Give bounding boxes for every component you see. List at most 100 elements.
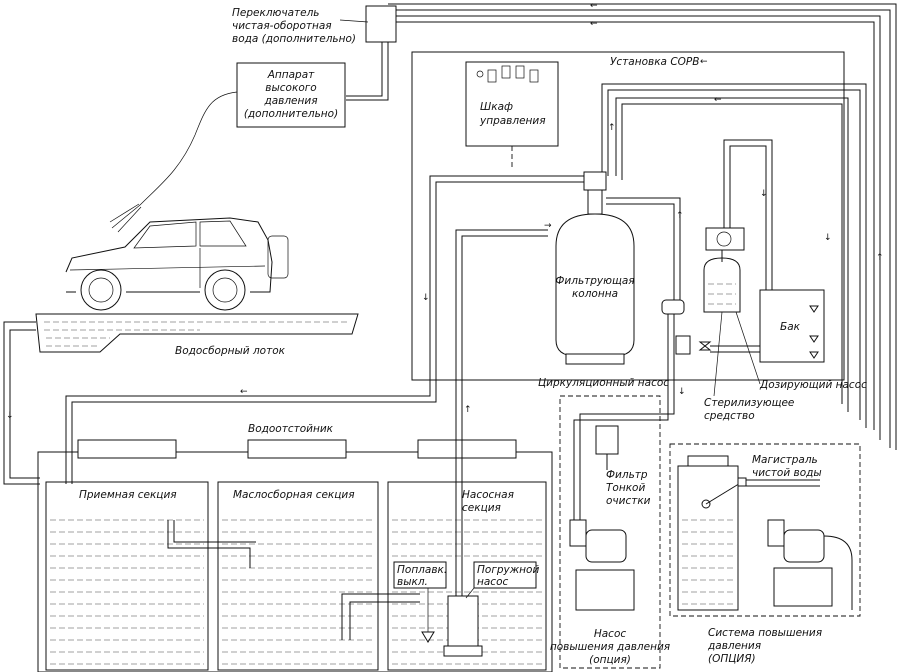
transfer-pipe xyxy=(173,520,256,543)
flow-arrow: ↓ xyxy=(678,387,686,397)
pump-base xyxy=(443,645,483,657)
boost-system-option-box xyxy=(669,443,861,617)
float-switch-box xyxy=(393,561,447,589)
float-valve-icon xyxy=(701,499,711,509)
pipe-to-hp xyxy=(346,42,389,101)
circulation-pump xyxy=(661,299,685,315)
fine-filter xyxy=(595,425,619,455)
valve-body xyxy=(675,335,691,355)
cabinet-label: Шкаф xyxy=(480,101,513,113)
pipe-boost-out xyxy=(823,535,853,610)
transfer-pipe xyxy=(341,593,420,640)
switch-leader xyxy=(339,19,369,23)
boost-pump xyxy=(585,529,627,563)
oil-section-label: Маслосборная секция xyxy=(233,489,355,501)
rear-wheel xyxy=(204,269,246,311)
pipe-return xyxy=(65,175,588,484)
hp-label-line: давления xyxy=(263,95,317,107)
transfer-pipe xyxy=(349,601,420,640)
sterilizer-label: Стерилизующее xyxy=(704,397,794,409)
pipe-to-fine-filter xyxy=(579,314,675,520)
flow-arrow: ← xyxy=(714,95,722,105)
clean-tank xyxy=(677,465,739,611)
top-pipes: ← ← xyxy=(388,1,897,450)
boost-system-label: давления xyxy=(707,640,761,652)
pipe-dosing xyxy=(723,139,773,290)
pipe-to-fine-filter xyxy=(573,314,669,520)
switch-label-line: чистая-оборотная xyxy=(232,20,332,32)
pipe-filter-out xyxy=(606,197,681,300)
tray-label: Водосборный лоток xyxy=(175,345,286,357)
pipe-filter-out xyxy=(606,203,675,300)
flow-arrow: ↓ xyxy=(422,293,430,303)
dosing-pump-label: Дозирующий насос xyxy=(759,379,867,391)
water-switch-box xyxy=(365,5,397,43)
oil-section xyxy=(217,481,379,671)
switch-label: Переключатель чистая-оборотная вода (доп… xyxy=(232,7,356,45)
pump-inlet xyxy=(569,519,587,547)
flow-arrow: ↑ xyxy=(464,405,472,415)
submersible-pump xyxy=(447,595,479,649)
flow-arrow: ↓ xyxy=(824,233,832,243)
submersible-label: Погружной xyxy=(477,564,539,576)
switch-label-line: Переключатель xyxy=(232,7,320,19)
check-valve-icon xyxy=(698,341,712,351)
control-cabinet xyxy=(465,61,559,147)
flow-arrow: ↑ xyxy=(676,211,684,221)
cabinet-label: управления xyxy=(479,115,546,127)
sorv-label: Установка СОРВ xyxy=(610,56,699,68)
flow-arrow: → xyxy=(544,221,552,231)
flow-arrow: ← xyxy=(590,1,598,11)
pipe-sorv xyxy=(621,103,843,404)
settler-tank xyxy=(37,439,553,672)
sterilizer-vessel xyxy=(703,257,741,313)
indicator-icon xyxy=(476,70,484,78)
spray xyxy=(109,203,142,233)
pipe-return xyxy=(71,181,588,484)
level-icon xyxy=(809,335,819,343)
dosing-pump xyxy=(705,227,745,251)
pipe-riser xyxy=(461,235,548,596)
tank-label: Бак xyxy=(780,321,801,333)
level-icon xyxy=(809,351,819,359)
hp-label-line: высокого xyxy=(265,82,316,94)
boost-pump-label: Насос xyxy=(594,628,627,640)
filter-column xyxy=(555,171,635,365)
hp-label: Аппарат высокого давления (дополнительно… xyxy=(244,69,338,120)
boost-pump-2 xyxy=(783,529,825,563)
receiving-section-label: Приемная секция xyxy=(79,489,177,501)
pipe-sorv xyxy=(615,97,849,412)
collection-tray xyxy=(35,313,359,353)
boost-system-label: (ОПЦИЯ) xyxy=(708,653,756,665)
receiving-section xyxy=(45,481,209,671)
tank xyxy=(759,289,825,363)
pipe-dosing xyxy=(729,145,767,290)
transfer-pipe xyxy=(167,520,251,568)
float-switch-label: выкл. xyxy=(397,576,428,588)
flow-arrow: ↓ xyxy=(6,411,14,421)
switch-label-line: вода (дополнительно) xyxy=(232,33,356,45)
pipe-riser xyxy=(455,229,548,596)
float-switch-label: Поплавк. xyxy=(397,564,447,576)
clean-main-label: чистой воды xyxy=(752,467,822,479)
pump-section-label: Насосная xyxy=(462,489,514,501)
car xyxy=(65,217,289,311)
boost-pump-label: (опция) xyxy=(589,654,631,666)
circ-pump-label: Циркуляционный насос xyxy=(538,377,669,389)
flow-arrow: ← xyxy=(700,57,708,67)
settler-label: Водоотстойник xyxy=(248,423,334,435)
clean-main-label: Магистраль xyxy=(752,454,818,466)
submersible-box xyxy=(473,561,537,589)
boost-pump-motor xyxy=(575,569,635,611)
fine-filter-label: Тонкой xyxy=(606,482,645,494)
filter-column-label: Фильтрующая xyxy=(555,275,634,287)
sorv-unit-frame xyxy=(411,51,845,381)
boost-pump-label: повышения давления xyxy=(550,641,670,653)
pipe-tray-out xyxy=(3,321,40,485)
hp-label-line: (дополнительно) xyxy=(244,108,338,120)
pipe-sorv xyxy=(607,89,861,420)
flow-arrow: ↑ xyxy=(876,253,884,263)
pipe-tray-out xyxy=(9,329,40,479)
high-pressure-unit xyxy=(236,62,346,128)
